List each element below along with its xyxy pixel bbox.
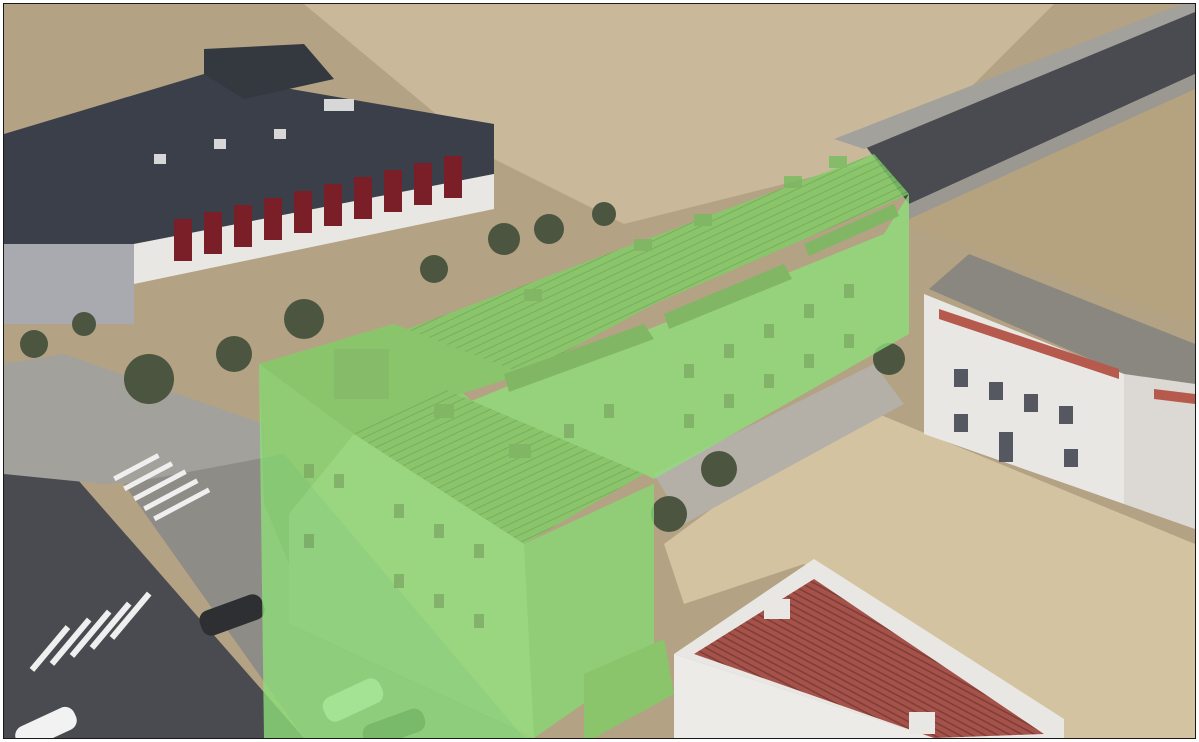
road-sidewalk-top	[834, 4, 1195, 149]
right-field	[904, 74, 1195, 324]
left-street	[4, 464, 304, 738]
crosswalk-lower	[29, 591, 152, 672]
school-building	[4, 44, 494, 324]
white-apartments-right	[924, 254, 1195, 529]
road-fence-strip	[909, 74, 1195, 219]
dry-field-light	[304, 4, 1054, 224]
aerial-view-frame	[3, 3, 1196, 739]
highlighted-building	[259, 154, 909, 738]
trees	[20, 202, 905, 532]
sand-lot	[664, 404, 1195, 738]
aerial-scene	[4, 4, 1195, 738]
parked-car	[199, 594, 265, 636]
crosswalk-upper	[113, 453, 211, 522]
tile-roof-building	[674, 559, 1064, 738]
main-road	[864, 4, 1195, 204]
left-sidewalk	[4, 354, 264, 484]
parked-car	[15, 706, 77, 738]
